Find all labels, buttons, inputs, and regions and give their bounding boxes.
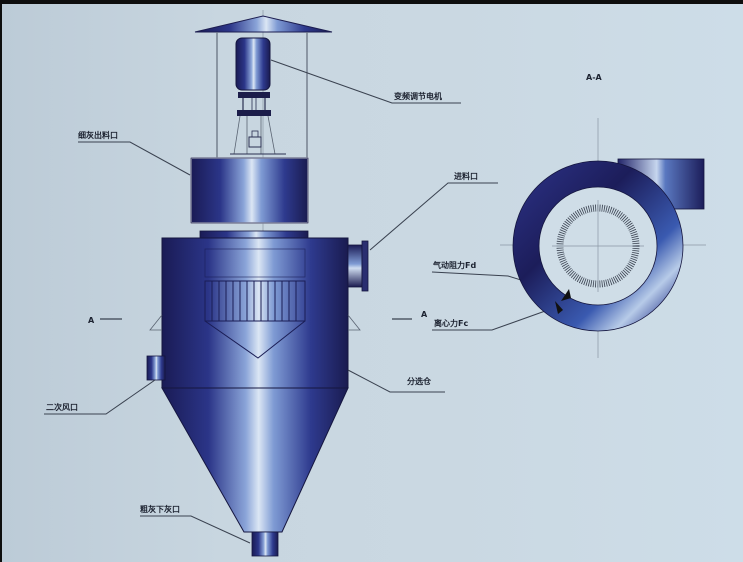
callouts: 变频调节电机 细灰出料口 进料口 二次风口 分选仓 粗灰下灰口 气动阻力Fd 离… (44, 59, 563, 544)
coarse-outlet-pipe (251, 531, 279, 557)
motor-icon (230, 37, 286, 155)
label-secondary-air: 二次风口 (46, 402, 78, 412)
classifier-body (161, 237, 349, 389)
label-coarse-outlet: 粗灰下灰口 (140, 504, 180, 514)
section-title: A-A (586, 73, 603, 82)
section-mark-right: A (421, 310, 428, 319)
section-view-a-a: A-A (500, 73, 706, 358)
rotor-cage (204, 280, 306, 322)
elevation-view: A A (88, 10, 428, 557)
centrifugal-force-arrow-icon (555, 301, 563, 314)
label-centrifugal-force: 离心力Fc (434, 318, 468, 328)
secondary-air-pipe (146, 355, 166, 381)
label-feed-inlet: 进料口 (454, 171, 478, 181)
rain-cap (194, 15, 333, 33)
rotor-blades (552, 200, 644, 292)
fine-outlet-cylinder (190, 157, 309, 224)
volute-ring (513, 161, 683, 331)
label-classifier-chamber: 分选仓 (407, 376, 432, 386)
label-drag-force: 气动阻力Fd (432, 260, 476, 270)
label-fine-outlet: 细灰出料口 (78, 130, 118, 140)
section-mark-left: A (88, 316, 95, 325)
label-motor: 变频调节电机 (394, 91, 442, 101)
drag-force-arrow-icon (561, 289, 571, 301)
feed-inlet-pipe (347, 244, 363, 288)
cone-hopper (161, 387, 349, 533)
